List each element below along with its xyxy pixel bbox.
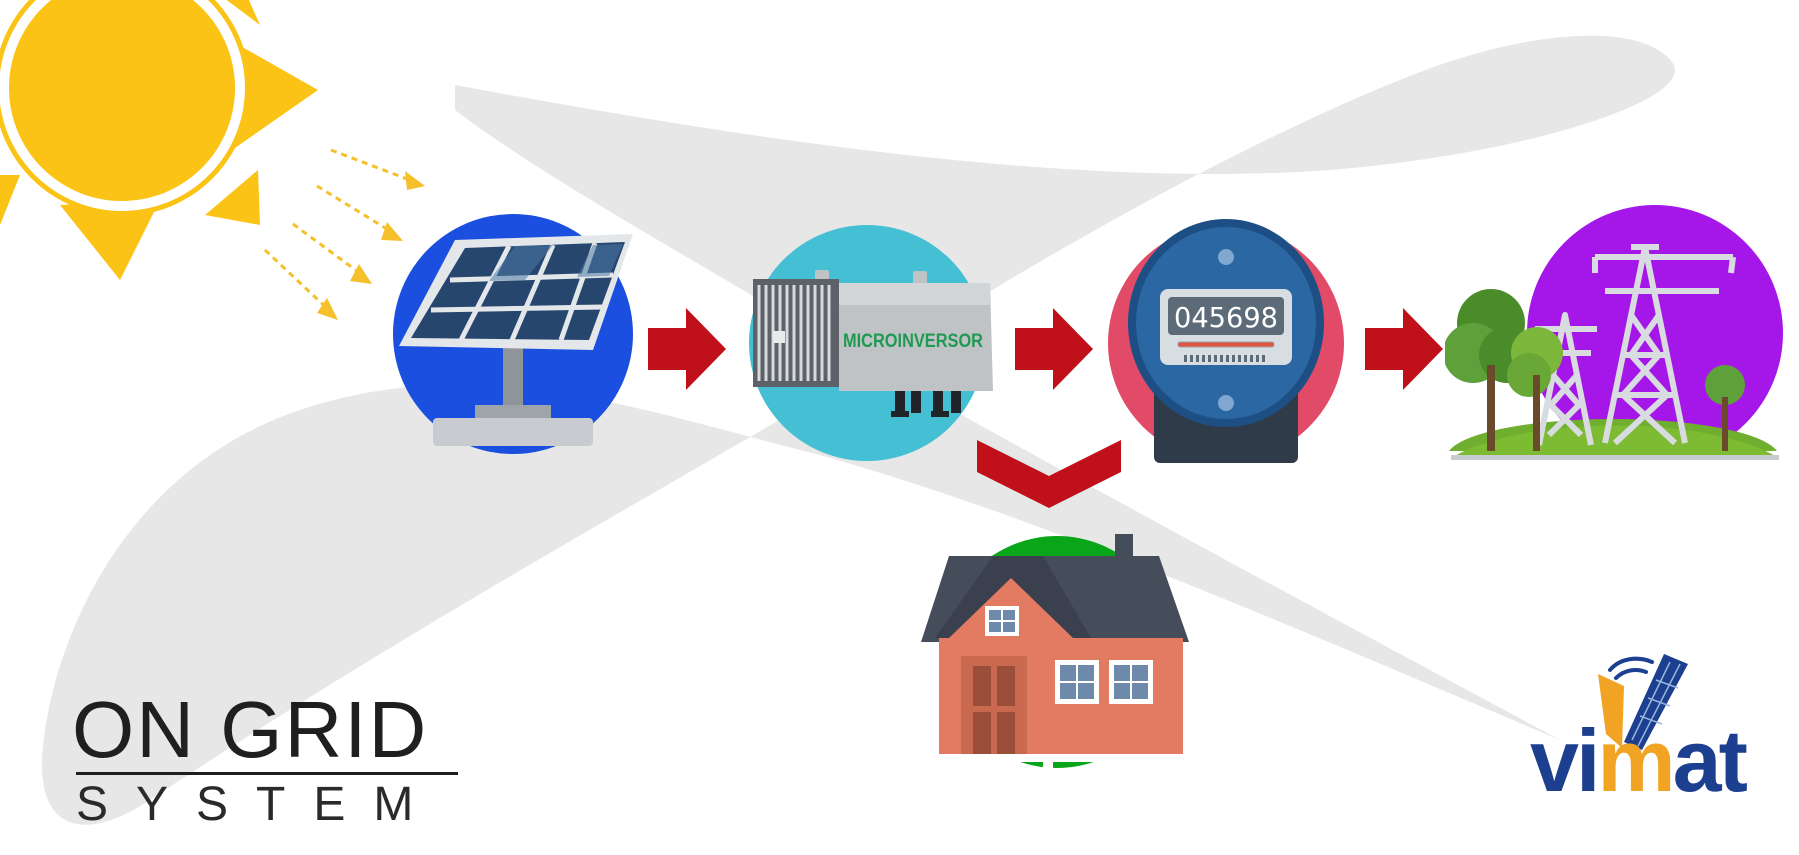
solar-panel-node [393,214,633,454]
title-divider [76,772,458,775]
logo-mark-icon [1598,654,1688,750]
electric-meter-node: 045698 [1108,219,1344,463]
power-grid-node [1445,205,1785,480]
brand-logo: vimat [1520,650,1760,810]
microinverter-icon: MICROINVERSOR [753,270,993,417]
sun-rays [263,148,425,320]
title-line-1: ON GRID [72,685,429,774]
power-grid-icon [1445,244,1785,480]
electric-meter-icon: 045698 [1128,219,1324,463]
arrow-right-icon [648,308,726,390]
house-node [921,534,1189,770]
arrow-right-icon [1365,308,1443,390]
solar-panel-icon [399,234,633,446]
arrow-right-icon [1015,308,1093,390]
house-icon [921,534,1189,770]
title-line-2: SYSTEM [76,778,442,831]
brand-suffix: at [1672,711,1748,810]
chevron-down-icon [977,440,1121,508]
sun-icon [0,0,318,280]
microinverter-node: MICROINVERSOR [749,225,993,461]
brand-wordmark: vimat [1530,716,1748,806]
brand-accent: m [1597,711,1675,810]
inverter-label: MICROINVERSOR [843,331,983,352]
meter-reading: 045698 [1174,301,1278,334]
brand-prefix: vi [1530,711,1600,810]
